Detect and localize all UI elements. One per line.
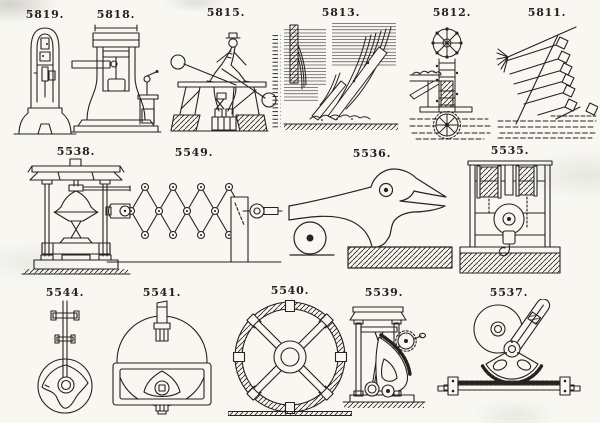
inclined-water-vanes-illustration — [496, 26, 598, 139]
lever-shear-jack-illustration — [288, 168, 453, 269]
figure-number-label: 5811. — [527, 6, 567, 19]
dome-cam-frame-illustration — [112, 300, 212, 415]
figure-number-label: 5815. — [206, 6, 246, 19]
figure-5535: 5535. — [458, 144, 562, 279]
lazy-tongs-linkage-illustration — [105, 182, 283, 263]
figure-number-label: 5537. — [489, 286, 529, 299]
figure-number-label: 5819. — [25, 8, 65, 21]
figure-5818: 5818. — [70, 8, 162, 137]
figure-5538: 5538. — [20, 145, 132, 282]
sector-gear-press-illustration — [342, 306, 426, 408]
figure-5540: 5540. — [228, 284, 352, 423]
figure-5539: 5539. — [342, 286, 426, 411]
chain-bucket-elevator-illustration — [409, 27, 493, 140]
figure-number-label: 5539. — [364, 286, 404, 299]
figure-5541: 5541. — [105, 286, 219, 415]
figure-5544: 5544. — [33, 286, 97, 415]
figure-5537: 5537. — [436, 286, 582, 411]
figure-number-label: 5812. — [432, 6, 472, 19]
double-drum-hoist-illustration — [459, 160, 561, 274]
figure-number-label: 5549. — [174, 146, 214, 159]
workman-lever-machine-illustration — [170, 32, 281, 132]
inclined-sluice-cascade-illustration — [283, 23, 399, 130]
figure-number-label: 5538. — [56, 145, 96, 158]
figure-5549: 5549. — [105, 146, 283, 267]
figure-number-label: 5818. — [96, 8, 136, 21]
figure-number-label: 5535. — [490, 144, 530, 157]
figure-5813: 5813. — [282, 6, 400, 141]
steam-hammer-illustration — [70, 24, 162, 133]
figure-number-label: 5536. — [352, 147, 392, 160]
figure-5536: 5536. — [288, 147, 456, 270]
figure-5811: 5811. — [496, 6, 598, 141]
figure-number-label: 5813. — [321, 6, 361, 19]
figure-number-label: 5544. — [45, 286, 85, 299]
figure-number-label: 5541. — [142, 286, 182, 299]
figure-number-label: 5540. — [270, 284, 310, 297]
shaft-cam-disc-illustration — [37, 300, 93, 414]
segmented-flywheel-illustration — [228, 299, 352, 417]
figure-5812: 5812. — [408, 6, 496, 143]
vertical-stamp-press-illustration — [13, 27, 77, 135]
screw-press-illustration — [21, 158, 131, 275]
figure-5819: 5819. — [13, 8, 77, 137]
rack-and-sector-gear-illustration — [437, 299, 581, 396]
figure-5815: 5815. — [170, 6, 282, 141]
